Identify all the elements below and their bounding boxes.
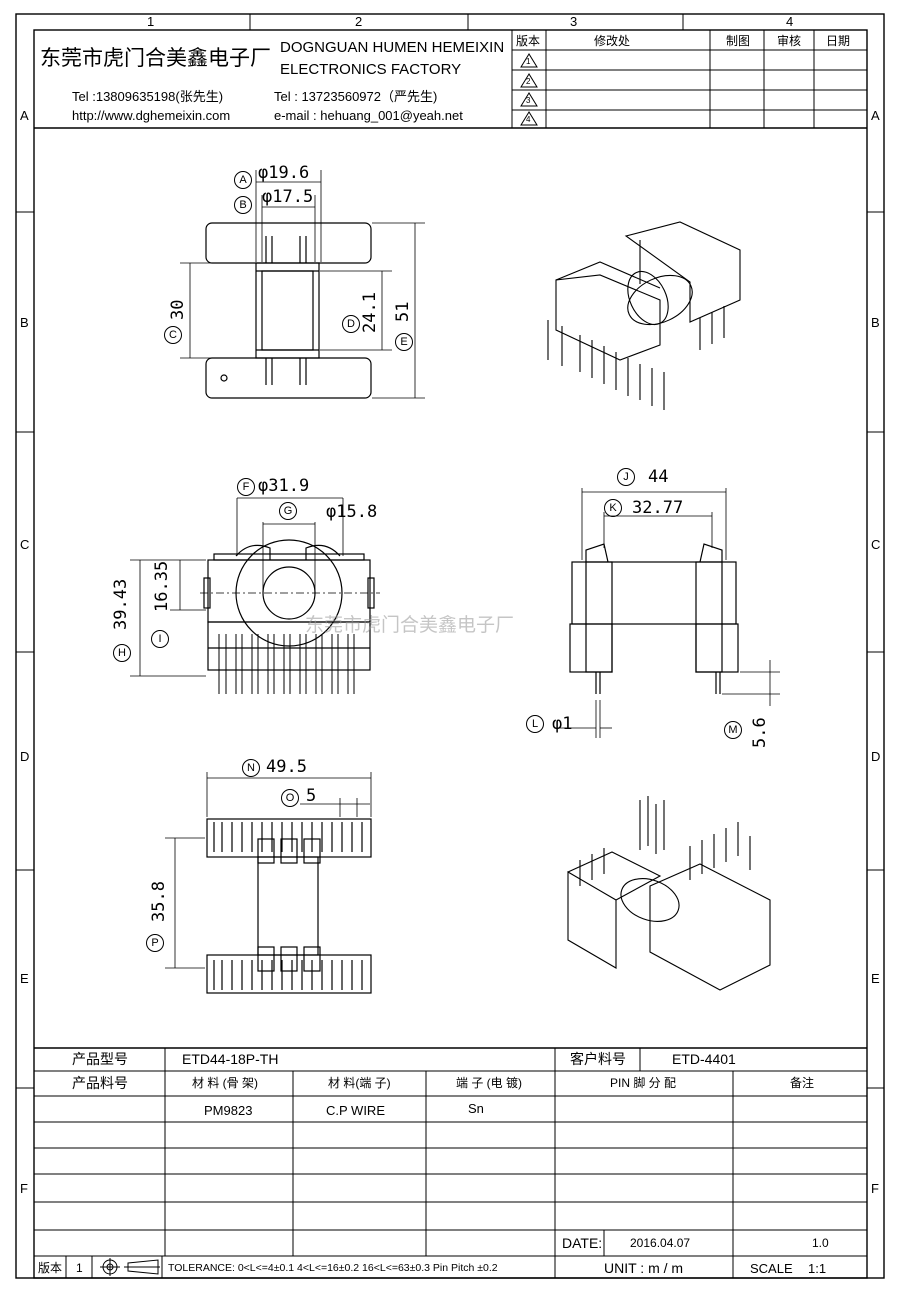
dim-value-c: 30 — [168, 299, 188, 320]
version-box-value: 1.0 — [812, 1236, 829, 1250]
dim-tag-m: M — [724, 721, 742, 739]
phone-1: Tel :13809635198(张先生) — [72, 89, 224, 104]
dim-tag-j: J — [617, 468, 635, 486]
company-name-cn: 东莞市虎门合美鑫电子厂 — [40, 47, 271, 70]
model-label: 产品型号 — [72, 1051, 128, 1067]
grid-col-label: 2 — [355, 14, 363, 29]
grid-row-label: C — [871, 537, 881, 552]
dim-tag-p: P — [146, 934, 164, 952]
grid-row-label: E — [20, 971, 29, 986]
customer-pn-value: ETD-4401 — [672, 1051, 736, 1067]
scale-label: SCALE — [750, 1261, 793, 1276]
unit-text: UNIT : m / m — [604, 1260, 684, 1276]
date-label: DATE: — [562, 1235, 603, 1251]
dim-value-f: φ31.9 — [258, 476, 310, 496]
rev-header-date: 日期 — [826, 34, 851, 48]
grid-row-label: E — [871, 971, 880, 986]
pin-assignment-label: PIN 脚 分 配 — [610, 1076, 677, 1090]
dim-value-i: 16.35 — [152, 560, 172, 612]
dim-value-k: 32.77 — [632, 498, 684, 518]
dim-tag-l: L — [526, 715, 544, 733]
material-pin-value: C.P WIRE — [326, 1103, 385, 1118]
plating-value: Sn — [468, 1101, 484, 1116]
dim-value-j: 44 — [648, 467, 669, 487]
dim-tag-b: B — [234, 196, 252, 214]
dim-value-o: 5 — [306, 786, 317, 806]
email-link[interactable]: e-mail : hehuang_001@yeah.net — [274, 108, 463, 123]
rev-triangle-number: 4 — [526, 115, 531, 124]
grid-row-label: B — [20, 315, 29, 330]
scale-value: 1:1 — [808, 1261, 827, 1276]
grid-row-label: D — [20, 749, 30, 764]
material-bobbin-label: 材 料 (骨 架) — [192, 1076, 258, 1090]
rev-triangle-number: 2 — [526, 77, 531, 86]
website-link[interactable]: http://www.dghemeixin.com — [72, 108, 231, 123]
tolerance-text: TOLERANCE: 0<L<=4±0.1 4<L<=16±0.2 16<L<=… — [168, 1262, 498, 1274]
rev-header-drawn: 制图 — [726, 34, 751, 48]
dim-value-h: 39.43 — [111, 578, 131, 630]
grid-row-label: A — [871, 108, 880, 123]
phone-2: Tel : 13723560972（严先生) — [274, 89, 438, 104]
model-value: ETD44-18P-TH — [182, 1051, 279, 1067]
watermark-text: 东莞市虎门合美鑫电子厂 — [305, 615, 515, 636]
dim-value-n: 49.5 — [266, 757, 307, 777]
grid-col-label: 1 — [147, 14, 155, 29]
rev-triangle-number: 1 — [526, 57, 531, 66]
grid-row-label: F — [20, 1181, 28, 1196]
version-value: 1 — [76, 1261, 83, 1275]
dim-tag-g: G — [279, 502, 297, 520]
dim-value-m: 5.6 — [750, 717, 770, 748]
version-label: 版本 — [38, 1261, 63, 1275]
rev-header-check: 审核 — [777, 34, 802, 48]
dim-tag-d: D — [342, 315, 360, 333]
dim-tag-c: C — [164, 326, 182, 344]
dim-value-l: φ1 — [552, 714, 573, 734]
rev-header-version: 版本 — [516, 34, 541, 48]
dim-tag-a: A — [234, 171, 252, 189]
dim-value-d: 24.1 — [360, 292, 380, 333]
dim-tag-n: N — [242, 759, 260, 777]
dim-value-p: 35.8 — [149, 881, 169, 922]
customer-pn-label: 客户料号 — [570, 1051, 626, 1067]
grid-col-label: 3 — [570, 14, 578, 29]
plating-label: 端 子 (电 镀) — [456, 1076, 522, 1090]
dim-tag-o: O — [281, 789, 299, 807]
dim-value-e: 51 — [393, 301, 413, 322]
grid-row-label: C — [20, 537, 30, 552]
dim-value-g: φ15.8 — [326, 502, 378, 522]
grid-col-label: 4 — [786, 14, 794, 29]
dim-value-a: φ19.6 — [258, 163, 310, 183]
grid-row-label: F — [871, 1181, 879, 1196]
material-bobbin-value: PM9823 — [204, 1103, 253, 1118]
date-value: 2016.04.07 — [630, 1236, 691, 1250]
grid-row-label: A — [20, 108, 29, 123]
rev-triangle-number: 3 — [526, 96, 531, 105]
dim-tag-k: K — [604, 499, 622, 517]
grid-row-label: D — [871, 749, 881, 764]
grid-row-label: B — [871, 315, 880, 330]
dim-tag-f: F — [237, 478, 255, 496]
company-name-en: DOGNGUAN HUMEN HEMEIXIN — [280, 39, 505, 56]
material-pin-label: 材 料(端 子) — [328, 1076, 391, 1090]
part-no-label: 产品料号 — [72, 1075, 128, 1091]
remark-label: 备注 — [790, 1076, 815, 1090]
dim-tag-h: H — [113, 644, 131, 662]
company-name-en-2: ELECTRONICS FACTORY — [280, 61, 462, 78]
dim-tag-e: E — [395, 333, 413, 351]
dim-tag-i: I — [151, 630, 169, 648]
dim-value-b: φ17.5 — [262, 187, 314, 207]
rev-header-change: 修改处 — [594, 34, 631, 48]
